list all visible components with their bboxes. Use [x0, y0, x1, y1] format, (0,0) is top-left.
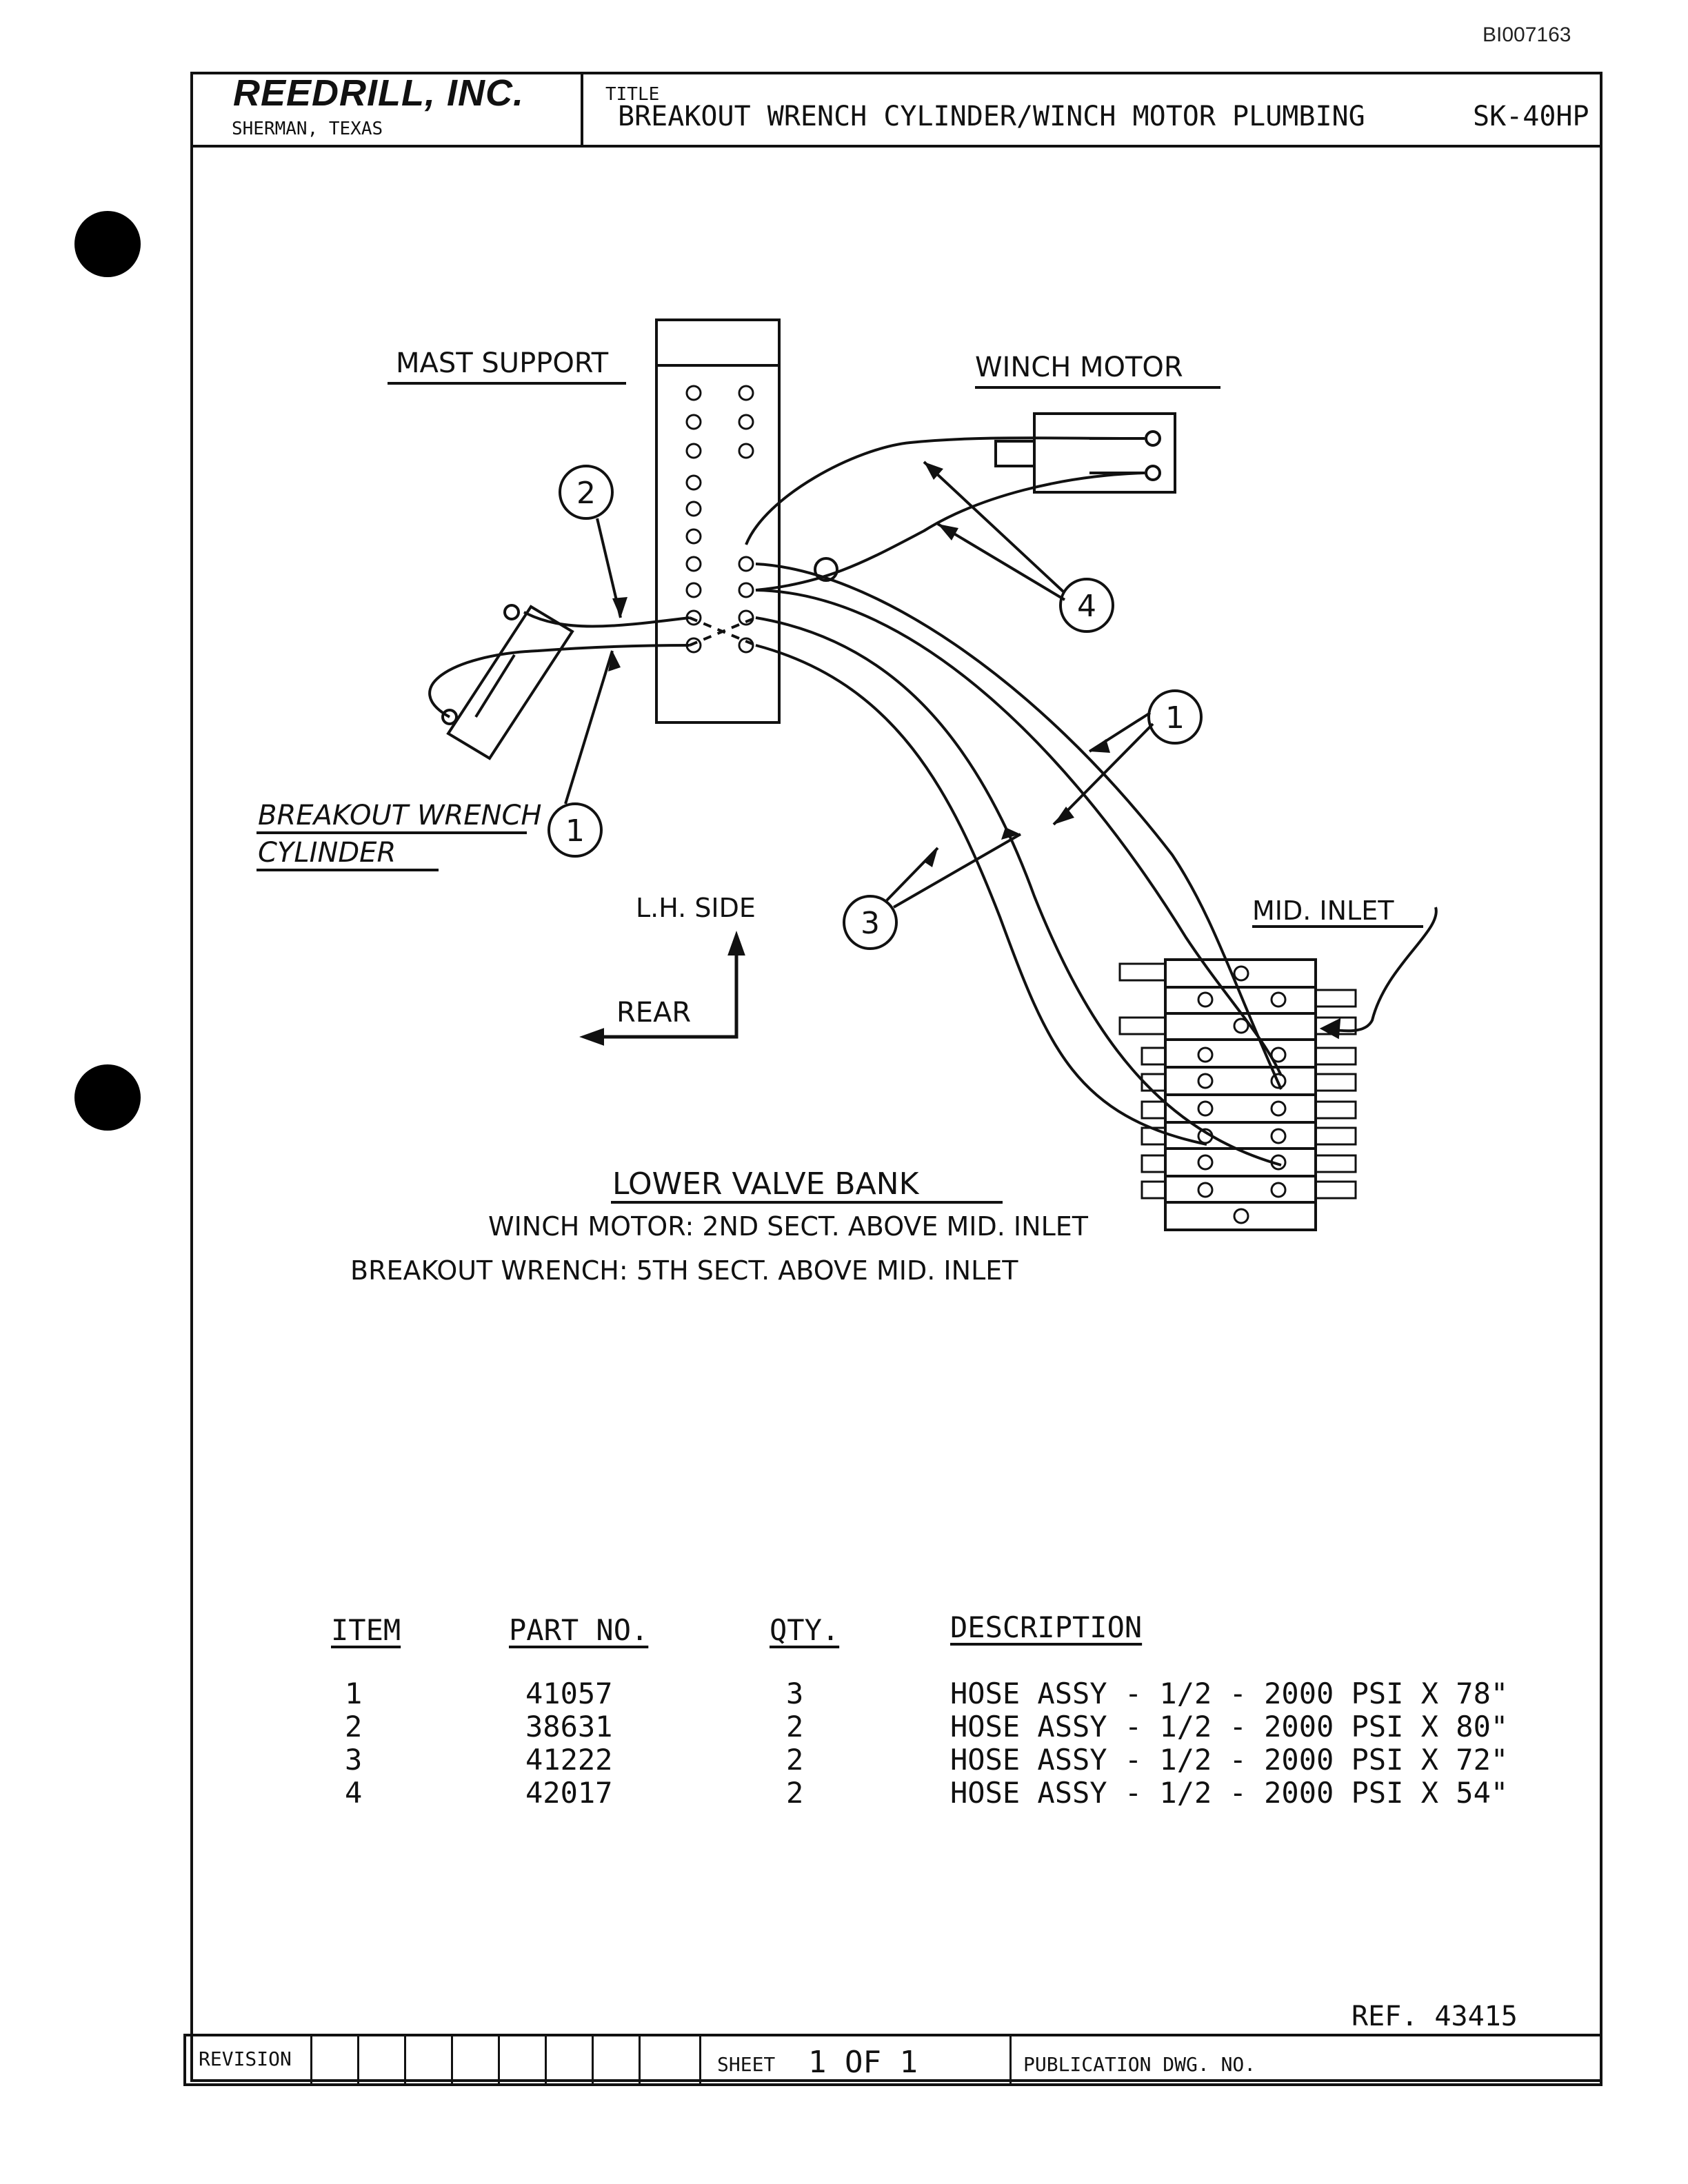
callout-1-left-number: 1: [565, 813, 585, 849]
parts-list: ITEM PART NO. QTY. DESCRIPTION 1 41057 3…: [324, 1610, 1565, 1834]
parts-row: 1 41057 3 HOSE ASSY - 1/2 - 2000 PSI X 7…: [324, 1677, 1565, 1710]
hose-item-4-upper: [745, 436, 1145, 545]
revision-cell-divider: [545, 2034, 547, 2086]
revision-cell-divider: [357, 2034, 359, 2086]
revision-label: REVISION: [199, 2048, 292, 2070]
hose-item-2: [523, 611, 690, 628]
callout-1-right-circle: [1147, 689, 1203, 745]
label-lower-valve-bank: LOWER VALVE BANK: [612, 1166, 920, 1202]
revision-cell-divider: [498, 2034, 500, 2086]
label-breakout-wrench-line2: CYLINDER: [258, 837, 396, 869]
title-block: [190, 72, 1602, 148]
label-mid-inlet: MID. INLET: [1252, 896, 1394, 926]
revision-cell-divider: [699, 2034, 701, 2086]
callout-4-number: 4: [1077, 589, 1096, 624]
callout-2-number: 2: [576, 476, 596, 511]
breakout-wrench-cylinder: [441, 604, 574, 760]
parts-header-item: ITEM: [331, 1613, 401, 1647]
revision-cell-divider: [310, 2034, 312, 2086]
callout-2-circle: [559, 465, 614, 520]
parts-cell-part-no: 38631: [525, 1710, 613, 1743]
lower-valve-bank: [1118, 958, 1357, 1231]
parts-row: 4 42017 2 HOSE ASSY - 1/2 - 2000 PSI X 5…: [324, 1776, 1565, 1810]
revision-cell-divider: [592, 2034, 594, 2086]
parts-cell-description: HOSE ASSY - 1/2 - 2000 PSI X 78": [950, 1677, 1509, 1710]
hose-item-3-b: [755, 644, 1207, 1146]
parts-row: 2 38631 2 HOSE ASSY - 1/2 - 2000 PSI X 8…: [324, 1710, 1565, 1743]
parts-cell-part-no: 41057: [525, 1677, 613, 1710]
drawing-title: BREAKOUT WRENCH CYLINDER/WINCH MOTOR PLU…: [618, 101, 1365, 132]
revision-block: [183, 2034, 1602, 2086]
parts-cell-part-no: 42017: [525, 1776, 613, 1810]
parts-cell-item: 3: [345, 1743, 363, 1777]
sketch-number: SK-40HP: [1473, 101, 1589, 132]
parts-cell-item: 4: [345, 1776, 363, 1810]
hose-item-1-cylinder: [428, 644, 690, 718]
revision-cell-divider: [451, 2034, 453, 2086]
revision-cell-divider: [404, 2034, 406, 2086]
parts-cell-description: HOSE ASSY - 1/2 - 2000 PSI X 80": [950, 1710, 1509, 1743]
parts-header-part-no: PART NO.: [509, 1613, 649, 1647]
sheet-value: 1 OF 1: [808, 2045, 918, 2080]
label-breakout-wrench-line1: BREAKOUT WRENCH: [258, 800, 541, 831]
title-label: TITLE: [605, 84, 660, 105]
parts-cell-qty: 2: [786, 1776, 804, 1810]
label-winch-motor: WINCH MOTOR: [975, 352, 1183, 383]
label-lh-side: L.H. SIDE: [636, 893, 756, 923]
note-breakout-wrench-section: BREAKOUT WRENCH: 5TH SECT. ABOVE MID. IN…: [350, 1255, 1018, 1286]
company-name: REEDRILL, INC.: [233, 72, 525, 114]
callout-1-left-circle: [547, 802, 603, 858]
drawing-frame: [190, 72, 1602, 2082]
hose-item-1-a: [755, 563, 1283, 1090]
document-id: BI007163: [1483, 23, 1571, 46]
parts-cell-description: HOSE ASSY - 1/2 - 2000 PSI X 54": [950, 1776, 1509, 1810]
callout-3-circle: [843, 895, 898, 950]
sheet-label: SHEET: [717, 2053, 776, 2076]
parts-header-qty: QTY.: [770, 1613, 840, 1647]
sheet-cell-divider: [1009, 2034, 1012, 2086]
hose-item-3-a: [755, 616, 1282, 1166]
revision-cell-divider: [639, 2034, 641, 2086]
mast-support-column: [655, 318, 781, 724]
callout-1-right-number: 1: [1165, 700, 1185, 736]
hose-item-1-b: [755, 589, 1283, 1076]
title-block-divider: [581, 72, 583, 148]
reference-number: REF. 43415: [1352, 2001, 1518, 2032]
callout-3-number: 3: [861, 906, 880, 941]
company-location: SHERMAN, TEXAS: [232, 119, 383, 139]
binder-hole-bottom: [74, 1064, 141, 1131]
note-winch-motor-section: WINCH MOTOR: 2ND SECT. ABOVE MID. INLET: [488, 1211, 1089, 1242]
label-rear: REAR: [616, 997, 691, 1029]
publication-dwg-label: PUBLICATION DWG. NO.: [1023, 2053, 1256, 2076]
parts-cell-qty: 2: [786, 1743, 804, 1777]
parts-cell-qty: 2: [786, 1710, 804, 1743]
callout-4-circle: [1059, 578, 1114, 633]
parts-cell-description: HOSE ASSY - 1/2 - 2000 PSI X 72": [950, 1743, 1509, 1777]
parts-cell-item: 1: [345, 1677, 363, 1710]
parts-row: 3 41222 2 HOSE ASSY - 1/2 - 2000 PSI X 7…: [324, 1743, 1565, 1777]
parts-header-description: DESCRIPTION: [950, 1610, 1143, 1644]
parts-cell-qty: 3: [786, 1677, 804, 1710]
binder-hole-top: [74, 211, 141, 277]
label-mast-support: MAST SUPPORT: [396, 347, 609, 379]
parts-cell-part-no: 41222: [525, 1743, 613, 1777]
parts-cell-item: 2: [345, 1710, 363, 1743]
